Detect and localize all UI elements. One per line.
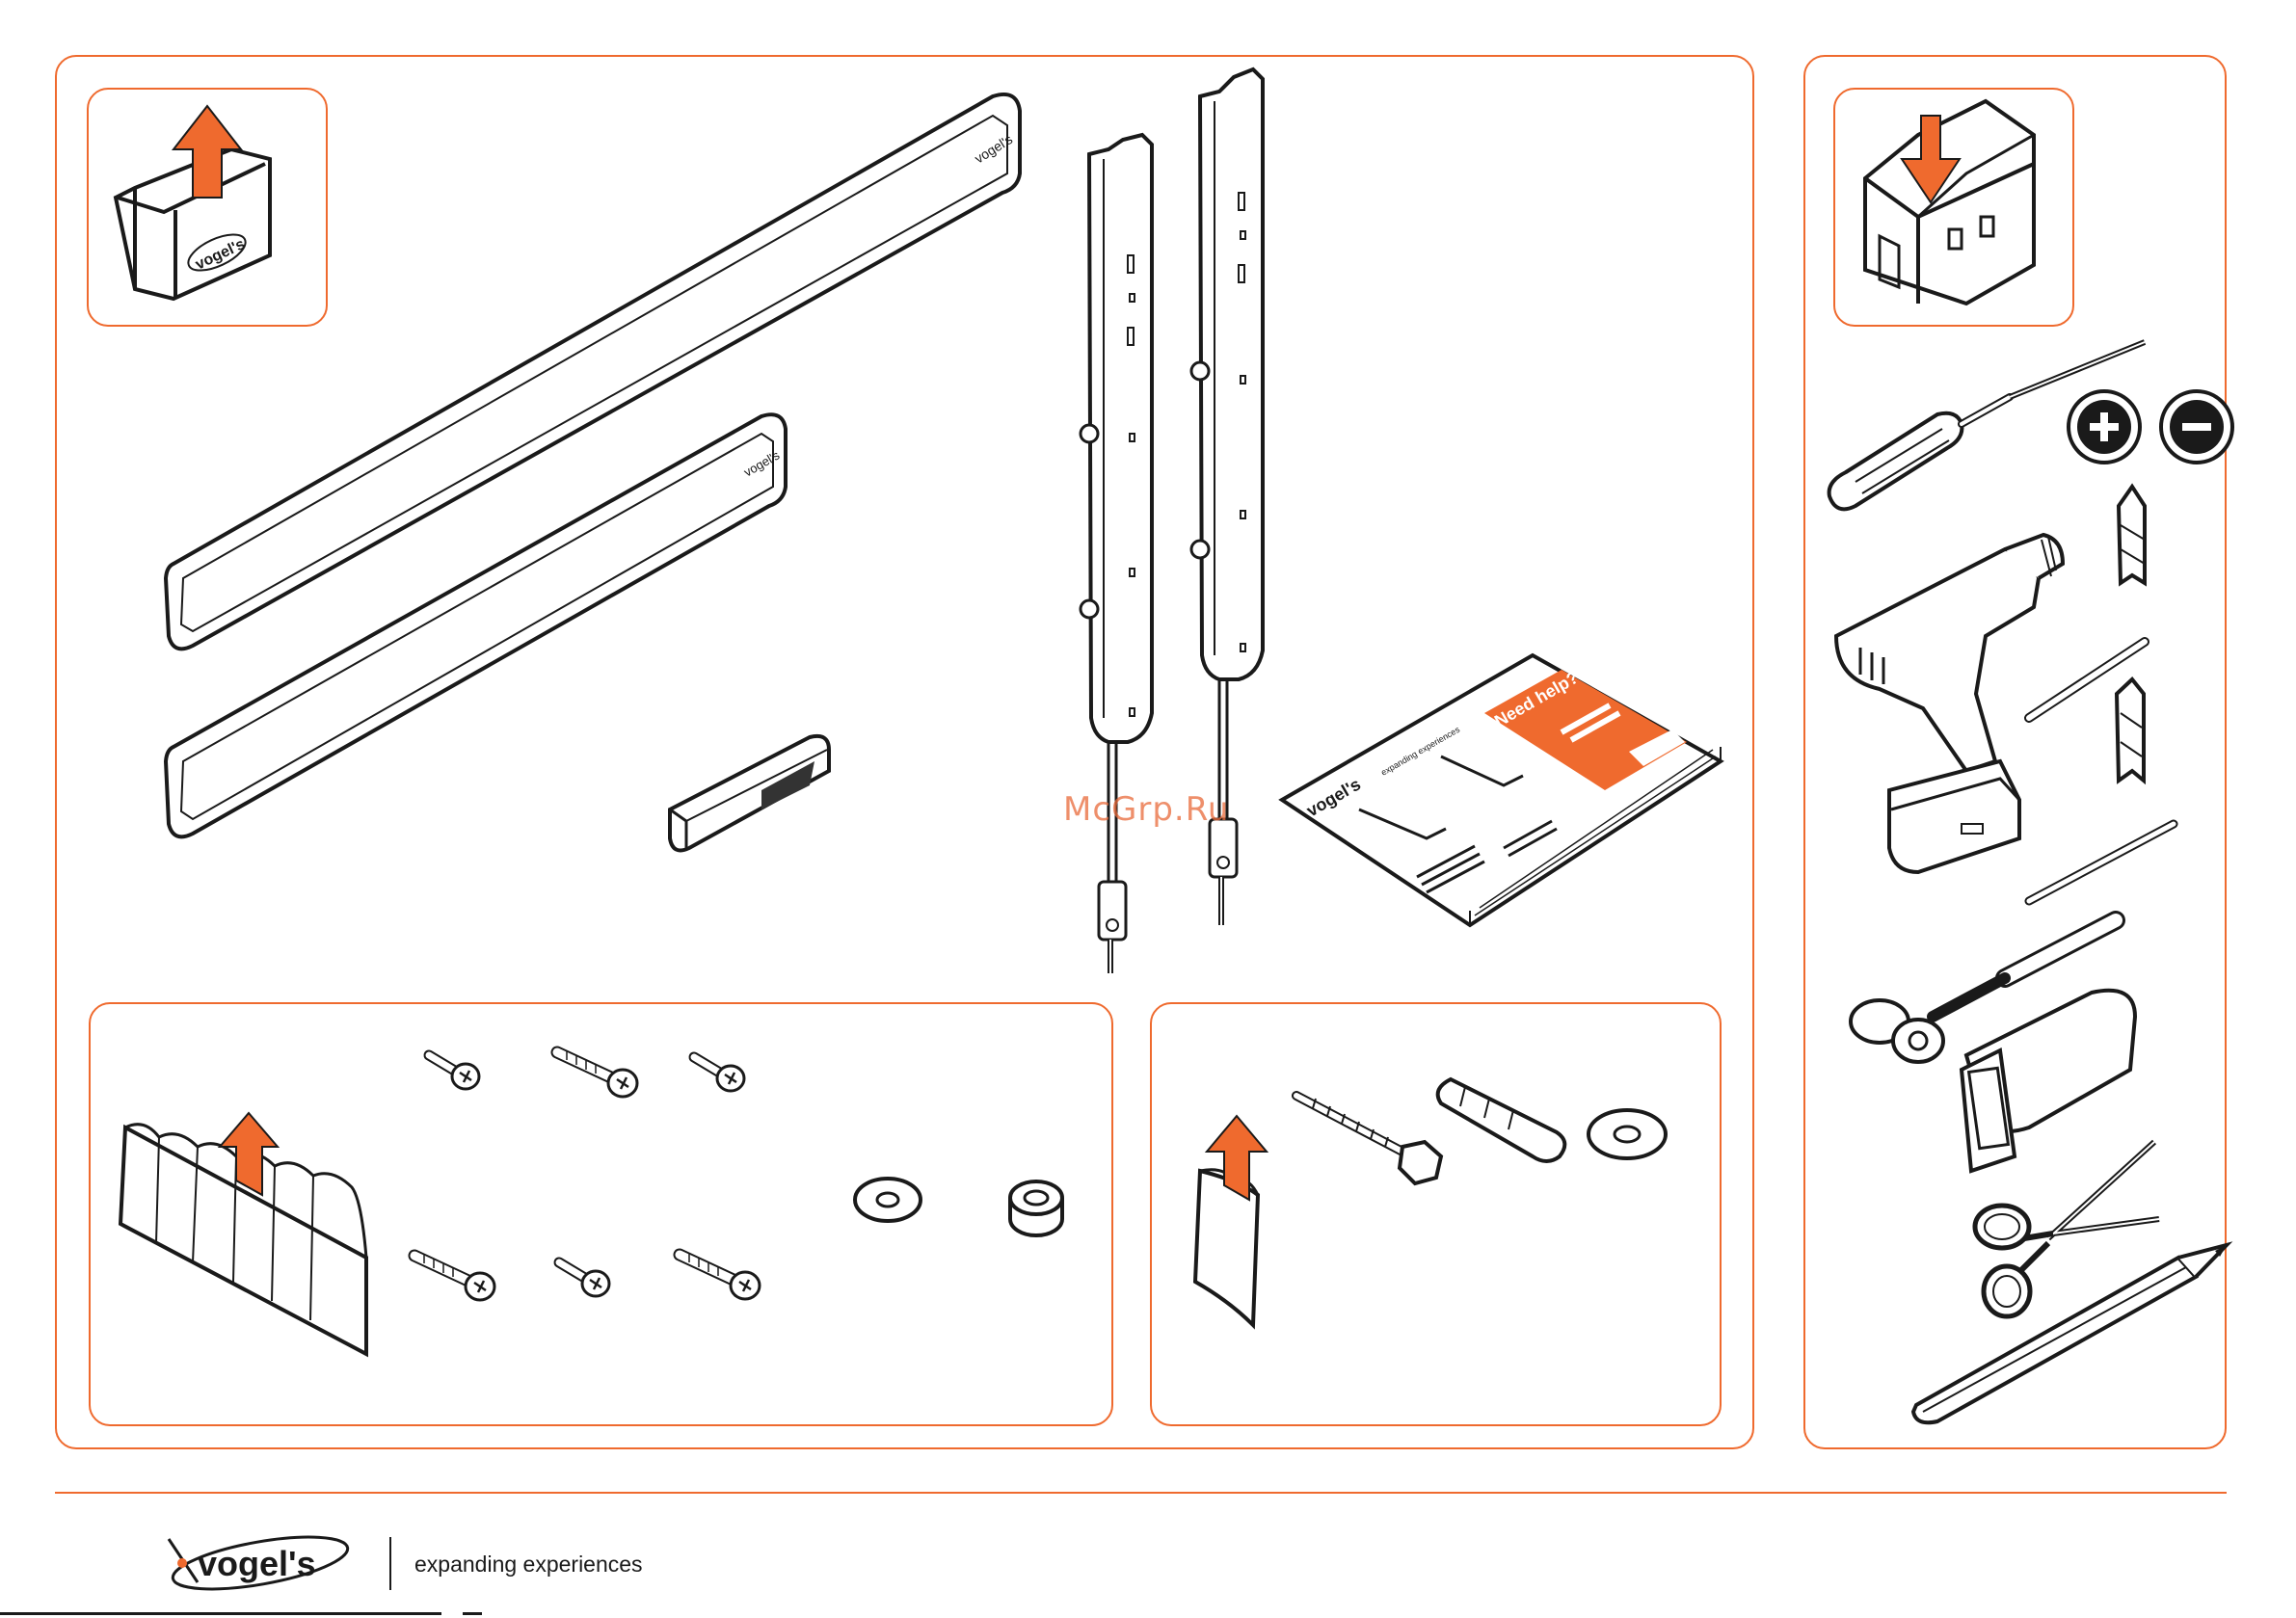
flat-minus-icon	[2161, 391, 2232, 463]
bracket-left	[1081, 135, 1152, 973]
screw-set-top	[429, 1050, 744, 1097]
spacer	[1010, 1181, 1062, 1235]
house-install-icon	[1865, 101, 2034, 304]
wall-fixing-bag	[1195, 1116, 1267, 1325]
drill-icon	[1836, 535, 2063, 872]
page-edge-mark-2	[463, 1612, 482, 1615]
watermark-text: McGrp.Ru	[1063, 790, 1229, 829]
stud-finder-icon	[1962, 991, 2135, 1171]
screw-bag	[120, 1113, 366, 1354]
washer	[855, 1179, 921, 1221]
wall-plug	[1438, 1079, 1565, 1161]
wall-screw	[1296, 1096, 1441, 1183]
vogels-logo: vogel's	[159, 1525, 371, 1602]
brand-tagline: expanding experiences	[414, 1552, 643, 1578]
screw-set-bottom	[414, 1253, 760, 1300]
footer-divider-line	[55, 1492, 2227, 1494]
logo-divider	[389, 1537, 391, 1590]
cable-block	[670, 736, 829, 851]
phillips-plus-icon	[2069, 391, 2140, 463]
wall-washer	[1589, 1110, 1666, 1158]
logo-wordmark: vogel's	[198, 1544, 316, 1583]
logo-dot-icon	[177, 1558, 187, 1568]
box-unpack-icon: vogel's	[116, 106, 270, 299]
page-edge-mark	[0, 1612, 441, 1615]
pencil-icon	[1913, 1245, 2227, 1422]
manual-booklet: Need help? vogel's expanding experiences	[1282, 655, 1721, 925]
